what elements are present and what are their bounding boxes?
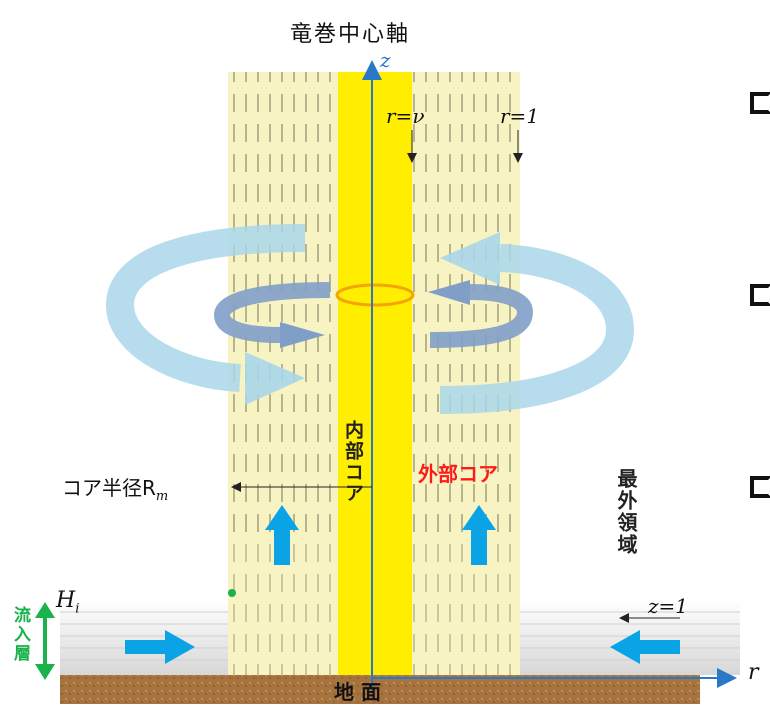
inflow-arrow-right <box>610 630 680 664</box>
z-axis-label: z <box>380 48 391 72</box>
rotation-inner-left-arrowhead <box>280 322 325 348</box>
inflow-layer-lines <box>60 611 740 661</box>
core-radius-subscript: m <box>155 489 169 504</box>
inner-core-region <box>338 72 412 675</box>
inflow-height-label: Hi <box>56 588 79 616</box>
rotation-inner-back-arc <box>213 282 331 343</box>
rotation-inner-front-arc <box>429 284 534 348</box>
inner-core-label: 内部コア <box>342 420 364 504</box>
rotation-outer-back-arc <box>105 224 306 392</box>
core-radius-text: コア半径R <box>62 476 156 500</box>
ground <box>60 675 700 704</box>
checkbox-2[interactable] <box>750 284 770 306</box>
inflow-layer-dot <box>228 589 236 597</box>
rotation-outer-front-arc <box>439 244 635 414</box>
axis-rotation-ring <box>335 283 415 307</box>
r-1-marker-label: r=1 <box>500 104 540 128</box>
rotation-outer-left-arrowhead <box>245 352 305 405</box>
outer-core-label: 外部コア <box>418 462 498 486</box>
checkbox-1[interactable] <box>750 92 770 114</box>
inflow-layer-left <box>60 600 228 675</box>
inflow-height-arrow-top <box>35 602 55 618</box>
z-1-marker-label: z=1 <box>648 594 689 618</box>
r-nu-marker-label: r=ν <box>386 104 425 128</box>
rotation-inner-right-arrowhead <box>428 280 470 305</box>
inflow-layer-label: 流入層 <box>10 606 30 663</box>
rotation-outer-right-arrowhead <box>440 232 500 285</box>
inflow-arrow-left <box>125 630 195 664</box>
inflow-height-subscript: i <box>75 601 80 617</box>
core-radius-label: コア半径Rm <box>62 472 168 504</box>
inflow-height-text: H <box>56 588 76 613</box>
outermost-region-label: 最外領域 <box>614 468 638 556</box>
updraft-arrow-left <box>265 505 299 565</box>
diagram-title: 竜巻中心軸 <box>290 22 411 47</box>
ground-label: 地 面 <box>334 680 381 704</box>
inflow-height-arrow-bottom <box>35 664 55 680</box>
r-axis-label: r <box>748 660 759 685</box>
updraft-arrow-right <box>462 505 496 565</box>
checkbox-3[interactable] <box>750 476 770 498</box>
